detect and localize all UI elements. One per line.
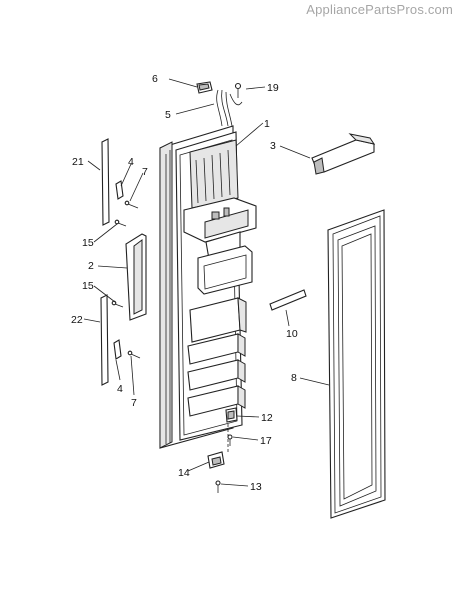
callout-17: 17 [260,435,272,447]
callout-15-upper: 15 [82,237,94,249]
screw-part-19 [234,82,242,98]
callout-12: 12 [261,412,273,424]
clip-lower [113,339,122,360]
callout-6: 6 [152,73,158,85]
callout-10: 10 [286,328,298,340]
callout-7-upper: 7 [142,166,148,178]
trim-strip-upper [101,138,110,226]
hinge-bracket-part [207,451,225,469]
callout-3: 3 [270,140,276,152]
screw-part-15-upper [114,219,127,227]
callout-1: 1 [264,118,270,130]
watermark-logo: AppliancePartsPros.com [306,2,453,17]
screw-part-7-upper [124,200,139,209]
callout-4-upper: 4 [128,156,134,168]
wire-harness [216,89,243,127]
callout-14: 14 [178,467,190,479]
callout-21: 21 [72,156,84,168]
hinge-pin-part [227,434,233,446]
trim-strip-lower [100,294,109,386]
door-gasket [327,209,386,519]
callout-2: 2 [88,260,94,272]
connector-part [196,81,213,94]
callout-7-lower: 7 [131,397,137,409]
screw-part-7-lower [127,350,141,359]
hinge-screw-part [215,480,221,493]
side-handle-panel [125,233,147,321]
callout-numbers: 6 5 19 1 3 21 4 7 15 2 15 22 4 7 10 8 12… [71,73,298,493]
callout-19: 19 [267,82,279,94]
door-handle-part [311,133,376,175]
callout-5: 5 [165,109,171,121]
callout-15-lower: 15 [82,280,94,292]
hinge-bushing-part [225,407,238,423]
callout-13: 13 [250,481,262,493]
callout-8: 8 [291,372,297,384]
leader-lines [83,78,330,487]
door-assembly [159,125,257,449]
callout-4-lower: 4 [117,383,123,395]
callout-22: 22 [71,314,83,326]
shelf-trim-part [269,289,307,311]
screw-part-15-lower [111,300,124,308]
